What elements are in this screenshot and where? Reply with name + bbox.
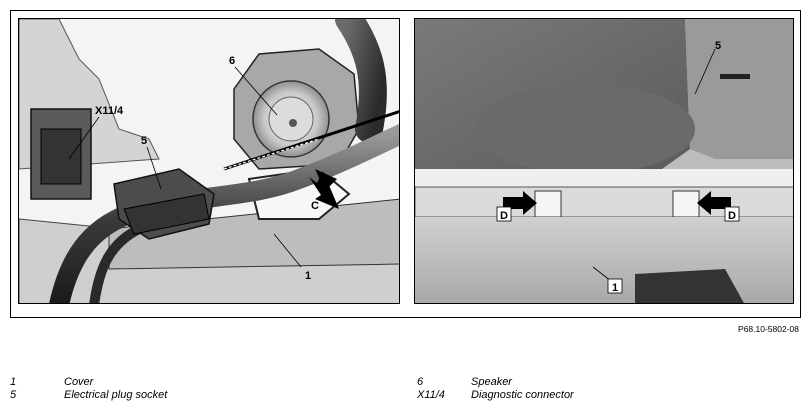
- latch-right: [672, 190, 700, 218]
- latch-left: [534, 190, 562, 218]
- leader-x11-4: [68, 116, 100, 160]
- leader-5: [146, 146, 162, 190]
- diagnostic-connector-face: [40, 128, 82, 185]
- callout-c: C: [311, 200, 319, 212]
- legend-text: Diagnostic connector: [471, 389, 574, 401]
- plug-socket-clip: [123, 193, 210, 235]
- arrow-d-left: [503, 191, 537, 215]
- speaker-cone: [268, 96, 314, 142]
- legend-number: 5: [10, 389, 17, 401]
- left-illustration-panel: 6 X11/4 5 C 1: [18, 18, 400, 304]
- callout-d-left: D: [500, 210, 508, 222]
- legend-text: Cover: [64, 376, 94, 388]
- callout-1-box: [607, 278, 623, 294]
- plug-socket-slot: [720, 74, 750, 79]
- connector-line-dash: [223, 138, 320, 170]
- callout-1: 1: [612, 282, 618, 294]
- right-illustration: D D 5 1: [415, 19, 793, 303]
- upper-cable-loop: [335, 19, 387, 143]
- callout-d-left-box: [496, 206, 512, 222]
- legend-text: Speaker: [471, 376, 512, 388]
- arrow-c: [309, 171, 339, 209]
- light-band: [415, 169, 793, 189]
- right-illustration-panel: D D 5 1: [414, 18, 794, 304]
- legend-number: 1: [10, 376, 17, 388]
- leader-6: [234, 66, 278, 116]
- callout-6: 6: [229, 55, 235, 67]
- legend-left: 1 Cover 5 Electrical plug socket: [10, 376, 167, 402]
- legend-text: Electrical plug socket: [64, 389, 168, 401]
- callout-5: 5: [715, 40, 721, 52]
- legend-item: 5 Electrical plug socket: [10, 389, 167, 402]
- secondary-cable: [89, 224, 144, 303]
- plug-socket-5-side: [685, 19, 793, 159]
- callout-1: 1: [305, 270, 311, 282]
- callout-d-right: D: [728, 210, 736, 222]
- leader-5: [694, 48, 716, 95]
- plug-socket-rounded: [475, 84, 695, 174]
- legend-right: 6 Speaker X11/4 Diagnostic connector: [417, 376, 574, 402]
- legend-number: X11/4: [417, 389, 445, 401]
- legend-item: 1 Cover: [10, 376, 167, 389]
- speaker-center: [289, 119, 297, 127]
- callout-d-right-box: [724, 206, 740, 222]
- arrow-c-head: [315, 169, 337, 191]
- left-illustration: 6 X11/4 5 C 1: [19, 19, 399, 303]
- figure-reference-code: P68.10-5802-08: [738, 324, 799, 334]
- leader-1: [273, 233, 302, 268]
- arrow-d-right: [697, 191, 731, 215]
- cover-1-dark-block: [635, 269, 744, 303]
- legend-item: X11/4 Diagnostic connector: [417, 389, 574, 402]
- callout-x11-4: X11/4: [95, 105, 124, 117]
- legend-item: 6 Speaker: [417, 376, 574, 389]
- callout-5: 5: [141, 135, 147, 147]
- legend-number: 6: [417, 376, 424, 388]
